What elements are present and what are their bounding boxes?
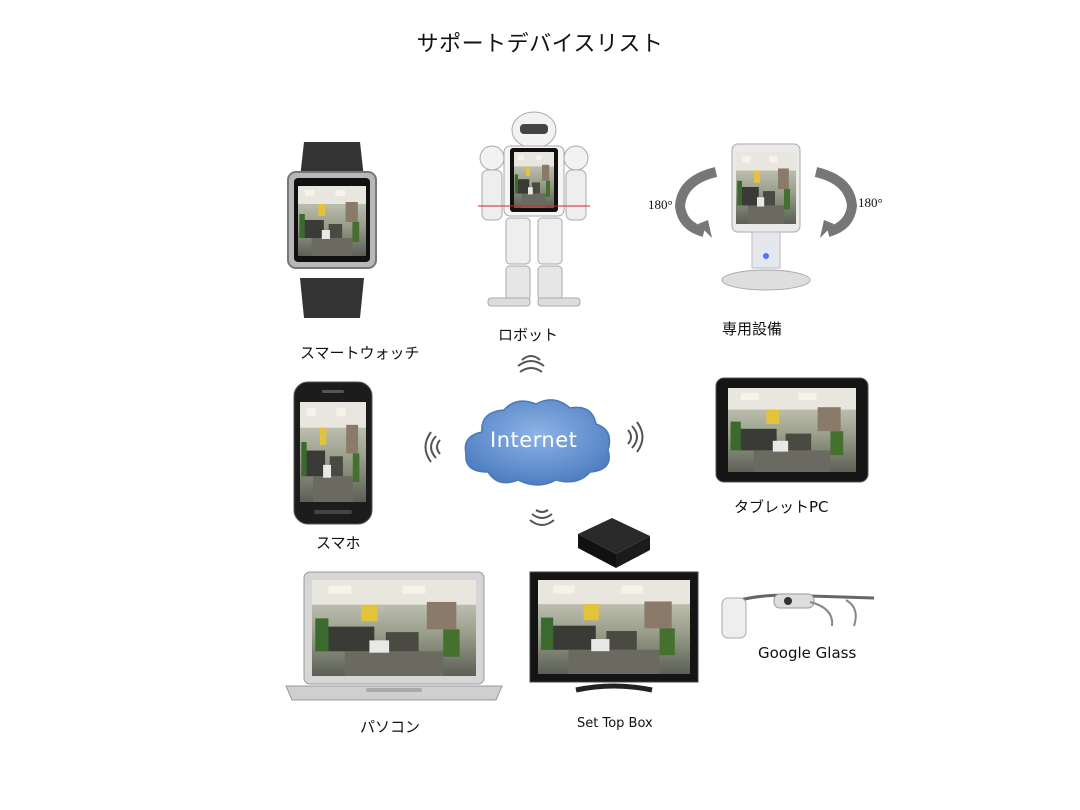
rotation-left-label: 180° xyxy=(648,197,673,212)
rotating-stand-image xyxy=(646,140,886,296)
rotation-right-label: 180° xyxy=(858,195,883,210)
tablet-label: タブレットPC xyxy=(734,498,829,516)
smartphone-label: スマホ xyxy=(316,534,361,552)
wifi-signal-icon xyxy=(516,352,546,378)
internet-cloud xyxy=(458,394,616,490)
google-glass-label: Google Glass xyxy=(758,644,857,662)
smartphone-image xyxy=(292,380,374,526)
robot-label: ロボット xyxy=(498,326,559,344)
page-title: サポートデバイスリスト xyxy=(416,32,664,57)
internet-label: Internet xyxy=(490,428,578,452)
wifi-signal-icon xyxy=(528,508,556,532)
robot-image xyxy=(474,110,594,310)
set-top-box-label: Set Top Box xyxy=(577,716,653,731)
laptop-image xyxy=(282,570,506,704)
laptop-label: パソコン xyxy=(360,718,421,736)
tablet-image xyxy=(714,376,870,484)
google-glass-image xyxy=(714,586,882,646)
stand-label: 専用設備 xyxy=(722,320,783,338)
wifi-signal-icon xyxy=(626,420,648,454)
smartwatch-label: スマートウォッチ xyxy=(300,344,420,362)
set-top-box-image xyxy=(526,514,702,700)
smartwatch-image xyxy=(284,138,380,322)
wifi-signal-icon xyxy=(420,430,442,464)
